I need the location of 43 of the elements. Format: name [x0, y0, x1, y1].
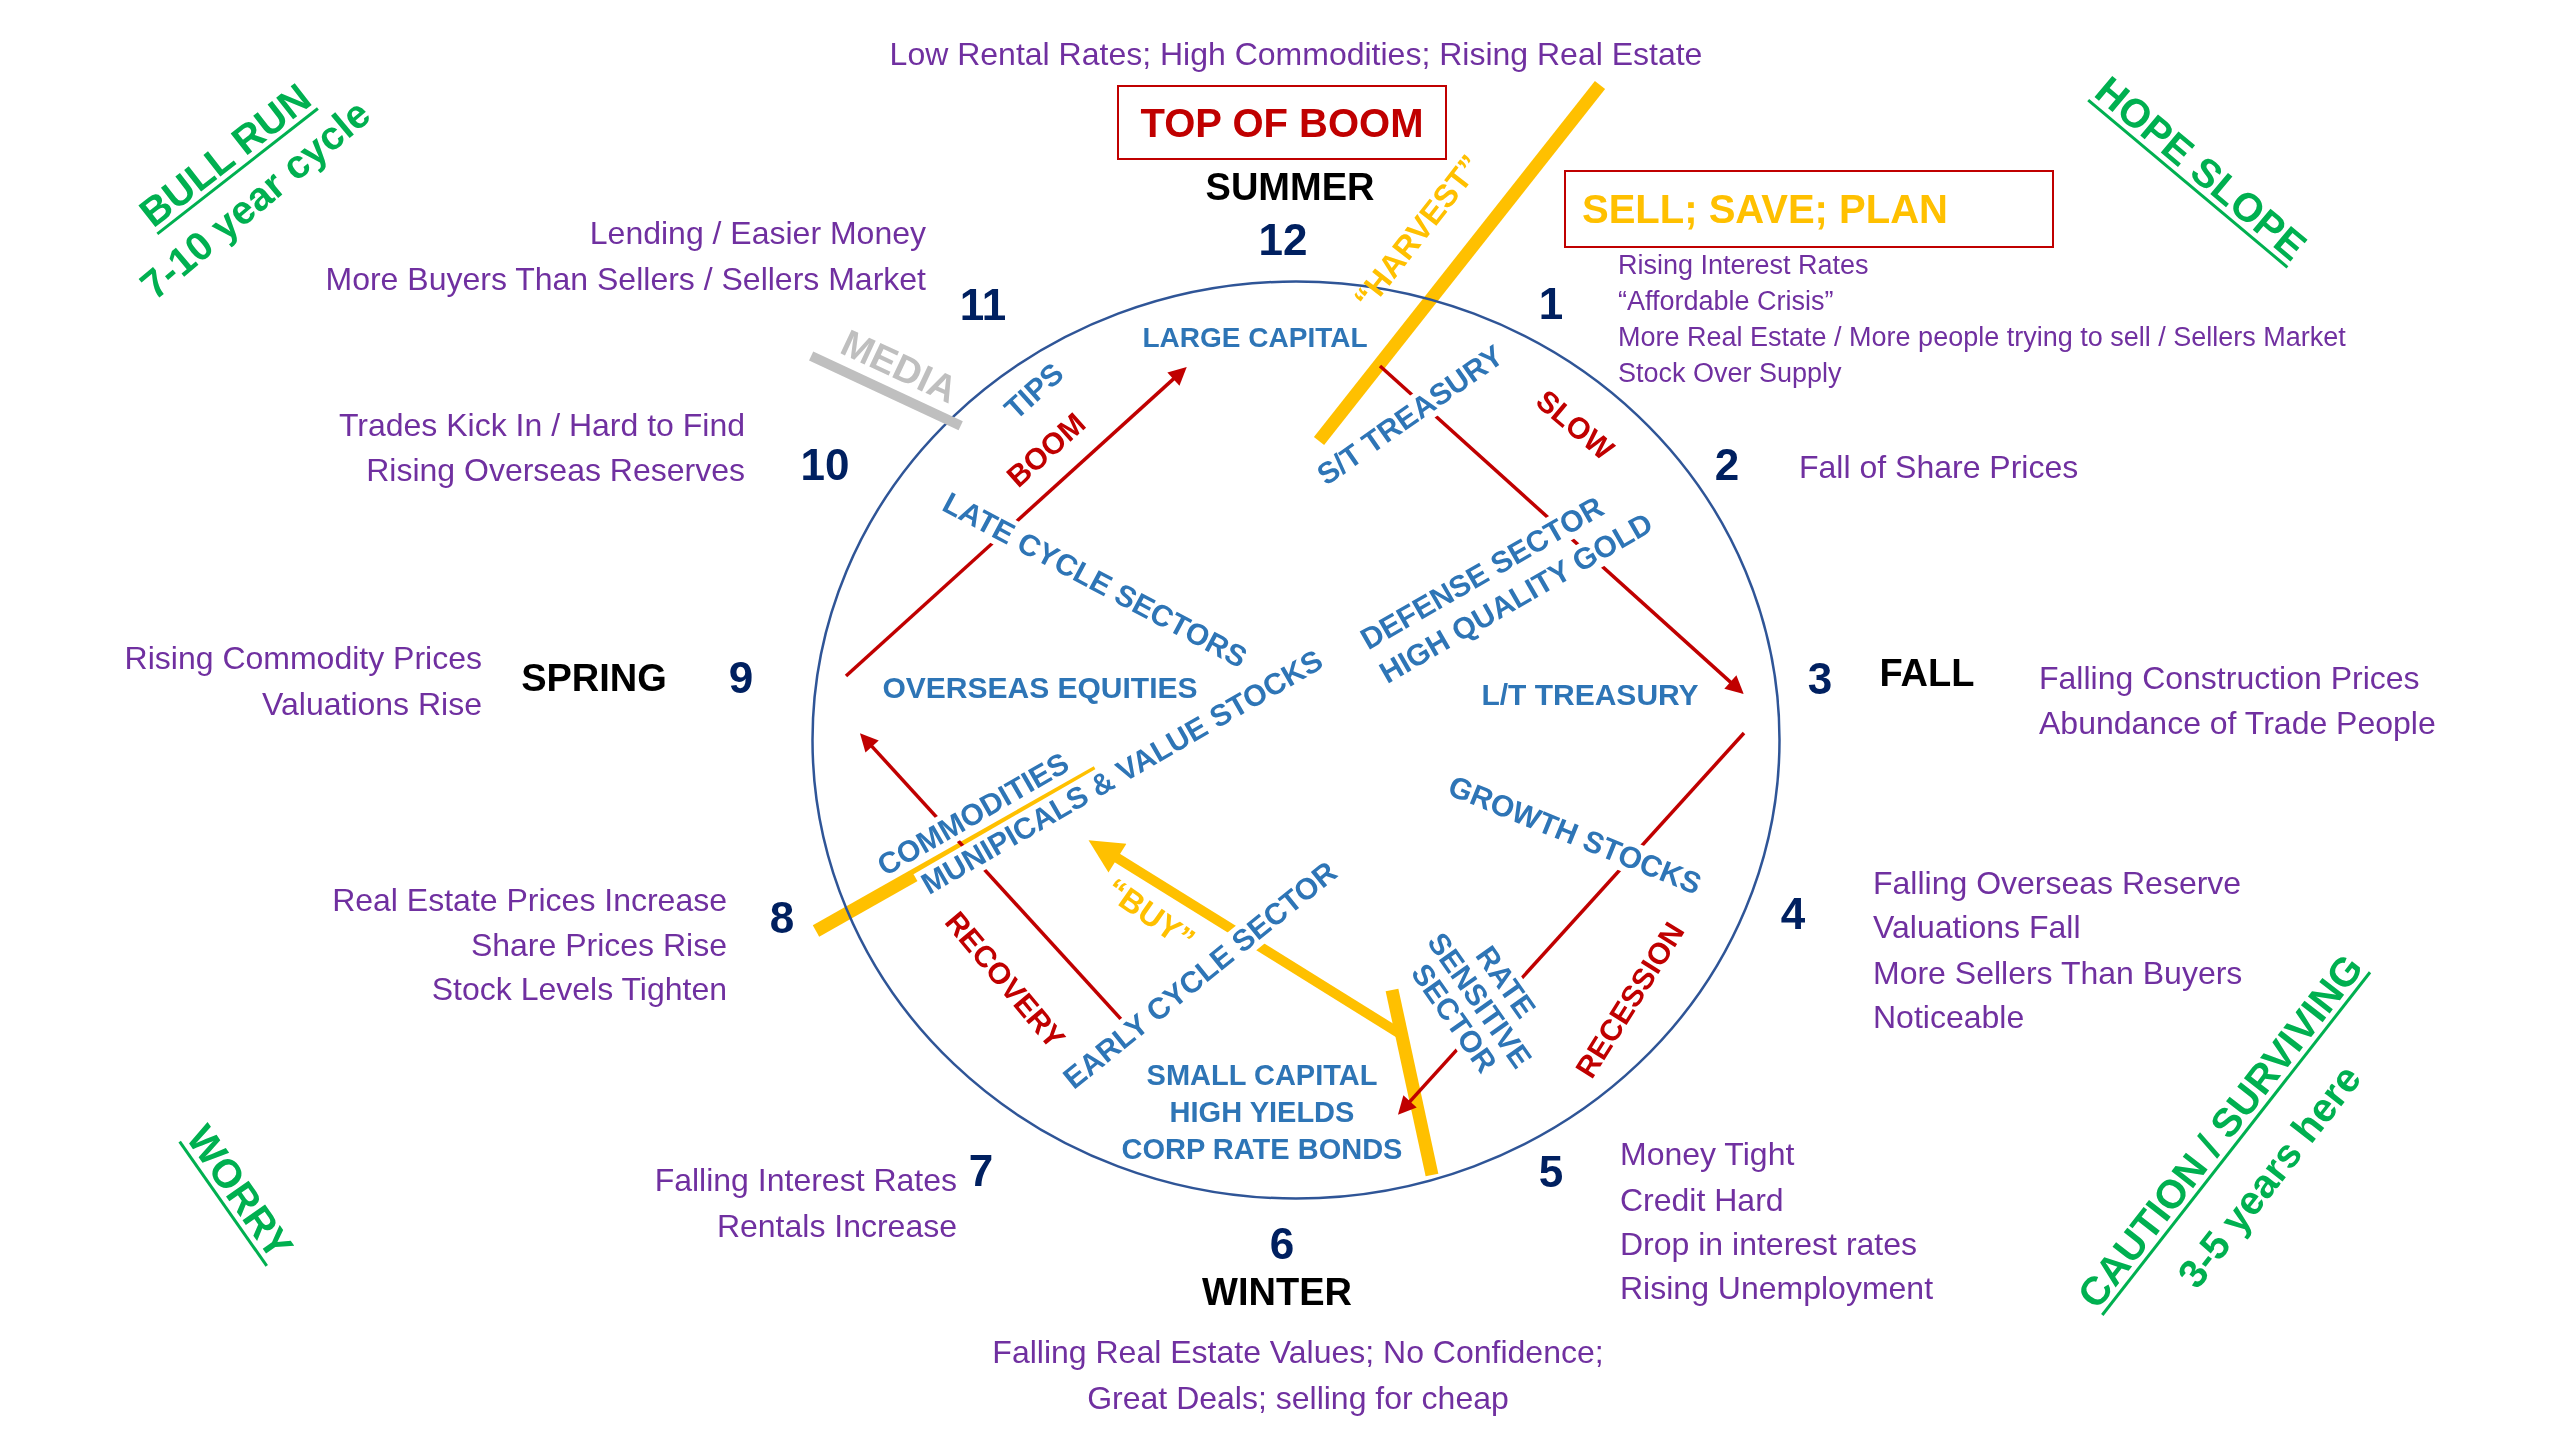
callout-box: SELL; SAVE; PLAN — [1564, 170, 2054, 248]
clock-number: 6 — [1269, 1218, 1295, 1270]
note-text: Drop in interest rates — [1620, 1225, 1917, 1263]
clock-number: 9 — [728, 652, 754, 704]
note-text: “Affordable Crisis” — [1618, 286, 1834, 318]
callout-box: TOP OF BOOM — [1117, 85, 1447, 160]
clock-number: 1 — [1538, 278, 1564, 330]
season-label: SPRING — [521, 657, 667, 701]
note-text: Abundance of Trade People — [2039, 704, 2436, 742]
clock-number: 2 — [1714, 439, 1740, 491]
note-text: Noticeable — [1873, 998, 2025, 1036]
note-text: Stock Levels Tighten — [431, 970, 727, 1008]
note-text: Trades Kick In / Hard to Find — [338, 406, 745, 444]
note-text: More Buyers Than Sellers / Sellers Market — [325, 260, 926, 298]
note-text: Rentals Increase — [716, 1207, 957, 1245]
season-label: WINTER — [1202, 1271, 1352, 1315]
clock-number: 10 — [800, 439, 850, 491]
note-text: Fall of Share Prices — [1799, 448, 2079, 486]
clock-number: 4 — [1780, 888, 1806, 940]
note-text: Rising Commodity Prices — [124, 639, 482, 677]
note-text: Low Rental Rates; High Commodities; Rising Real Estate — [889, 35, 1703, 73]
note-text: Falling Real Estate Values; No Confidence; — [992, 1333, 1604, 1371]
clock-number: 5 — [1538, 1146, 1564, 1198]
note-text: More Real Estate / More people trying to sell / Sellers Market — [1618, 322, 2346, 354]
note-text: Falling Construction Prices — [2039, 659, 2420, 697]
clock-number: 12 — [1258, 214, 1308, 266]
note-text: Credit Hard — [1620, 1181, 1784, 1219]
note-text: Share Prices Rise — [470, 926, 727, 964]
note-text: Money Tight — [1620, 1135, 1795, 1173]
note-text: Real Estate Prices Increase — [332, 881, 727, 919]
season-label: FALL — [1879, 652, 1975, 696]
note-text: Valuations Fall — [1873, 908, 2081, 946]
note-text: Rising Unemployment — [1620, 1269, 1933, 1307]
note-text: Valuations Rise — [262, 685, 482, 723]
note-text: Great Deals; selling for cheap — [1087, 1379, 1509, 1417]
clock-number: 3 — [1807, 653, 1833, 705]
note-text: Rising Interest Rates — [1618, 250, 1869, 282]
clock-number: 7 — [968, 1145, 994, 1197]
note-text: Falling Interest Rates — [654, 1161, 957, 1199]
note-text: Lending / Easier Money — [589, 214, 926, 252]
clock-number: 8 — [769, 892, 795, 944]
note-text: Rising Overseas Reserves — [366, 451, 745, 489]
note-text: Falling Overseas Reserve — [1873, 864, 2242, 902]
